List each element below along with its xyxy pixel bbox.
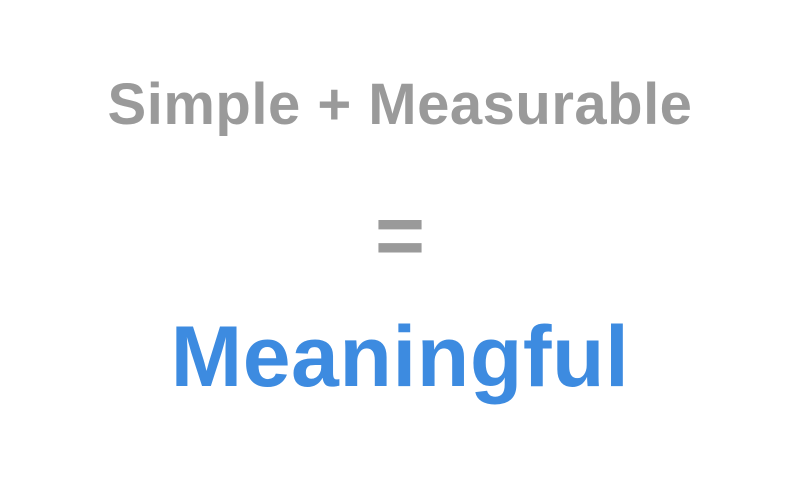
equation-left-side: Simple + Measurable: [107, 72, 693, 137]
equation-result: Meaningful: [170, 309, 630, 405]
equals-sign: =: [374, 188, 426, 284]
